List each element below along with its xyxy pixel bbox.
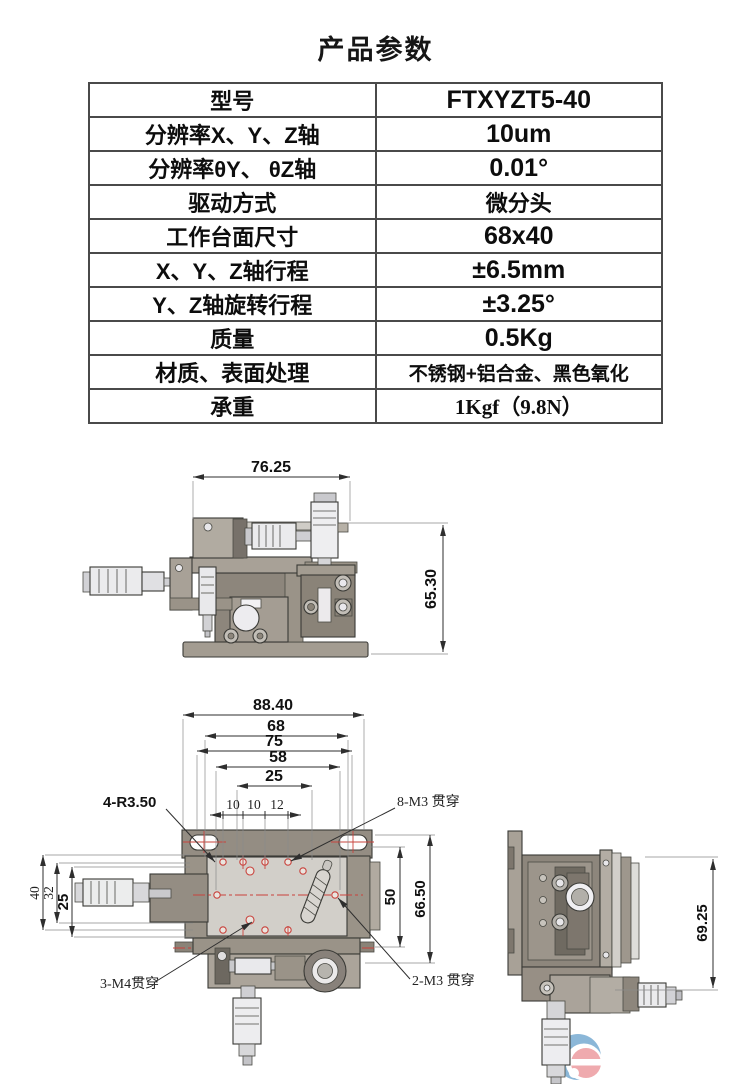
dim-69-25: 69.25	[694, 904, 711, 942]
dim-50: 50	[382, 889, 399, 906]
spec-value: 1Kgf（9.8N）	[374, 388, 663, 424]
spec-label: Y、Z轴旋转行程	[88, 286, 377, 322]
dim-25-left: 25	[55, 894, 72, 911]
spec-label: 驱动方式	[88, 184, 377, 220]
stage-side-view	[82, 492, 369, 658]
label-4-r3-50: 4-R3.50	[103, 794, 156, 811]
spec-value: 微分头	[374, 184, 663, 220]
adjustment-spring	[300, 859, 333, 924]
stage-plan-view	[74, 829, 381, 1066]
dim-88-40: 88.40	[253, 697, 293, 714]
dimensions-right: 50 66.50	[365, 834, 435, 964]
spec-value: 0.01°	[374, 150, 663, 186]
spec-value: ±3.25°	[374, 286, 663, 322]
dim-68: 68	[267, 718, 285, 735]
spec-value: FTXYZT5-40	[374, 82, 663, 118]
label-8-m3: 8-M3 贯穿	[397, 794, 460, 810]
spec-label: 型号	[88, 82, 377, 118]
micrometer-bottom	[541, 1000, 571, 1084]
dim-65-30: 65.30	[423, 569, 440, 609]
spec-label: 材质、表面处理	[88, 354, 377, 390]
v-block	[223, 596, 289, 644]
spec-value: 68x40	[374, 218, 663, 254]
spec-label: 分辨率X、Y、Z轴	[88, 116, 377, 152]
dim-66-50: 66.50	[412, 880, 429, 918]
dimension-height: 65.30	[347, 522, 448, 655]
dimensions-left: 40 32 25	[27, 854, 195, 938]
rotation-stage-block	[296, 564, 356, 638]
plan-view-drawing: 88.40 68 75 58 25 10 10 12 40 32 25	[27, 697, 475, 1066]
table-row: X、Y、Z轴行程±6.5mm	[88, 252, 663, 288]
lower-assembly	[192, 937, 361, 993]
spec-label: 承重	[88, 388, 377, 424]
side-view-drawing: 76.25 65.30	[82, 459, 448, 658]
spec-label: X、Y、Z轴行程	[88, 252, 377, 288]
micrometer-z-axis	[232, 985, 262, 1066]
leader-labels: 4-R3.50 8-M3 贯穿 3-M4贯穿 2-M3 贯穿	[100, 794, 475, 992]
spec-value: 不锈钢+铝合金、黑色氧化	[374, 354, 663, 390]
dimensions-top: 88.40 68 75 58 25 10 10 12	[182, 697, 365, 890]
dim-12: 12	[270, 797, 284, 812]
dimension-height-end: 69.25	[615, 856, 718, 991]
dim-58: 58	[269, 749, 287, 766]
brand-logo	[555, 1034, 603, 1081]
dim-40: 40	[27, 886, 42, 900]
micrometer-x-axis	[74, 873, 209, 923]
label-2-m3: 2-M3 贯穿	[412, 973, 475, 989]
table-row: Y、Z轴旋转行程±3.25°	[88, 286, 663, 322]
spec-value: 0.5Kg	[374, 320, 663, 356]
dimension-width: 76.25	[192, 459, 351, 521]
micrometer-center-small	[198, 566, 217, 638]
stage-end-view	[507, 830, 683, 1084]
dim-76-25: 76.25	[251, 459, 291, 476]
spec-value: ±6.5mm	[374, 252, 663, 288]
spec-value: 10um	[374, 116, 663, 152]
dim-10a: 10	[226, 797, 240, 812]
micrometer-top	[244, 522, 325, 550]
spec-label: 分辨率θY、 θZ轴	[88, 150, 377, 186]
table-row: 材质、表面处理不锈钢+铝合金、黑色氧化	[88, 354, 663, 390]
spec-label: 工作台面尺寸	[88, 218, 377, 254]
table-row: 驱动方式微分头	[88, 184, 663, 220]
page-title: 产品参数	[317, 35, 434, 65]
dim-75: 75	[265, 733, 283, 750]
mounting-holes	[213, 855, 339, 936]
micrometer-right	[637, 982, 683, 1008]
dim-10b: 10	[247, 797, 261, 812]
label-3-m4: 3-M4贯穿	[100, 976, 159, 992]
end-view-drawing: 69.25	[507, 830, 718, 1084]
dim-32: 32	[41, 886, 56, 900]
spec-label: 质量	[88, 320, 377, 356]
dim-25-top: 25	[265, 768, 283, 785]
